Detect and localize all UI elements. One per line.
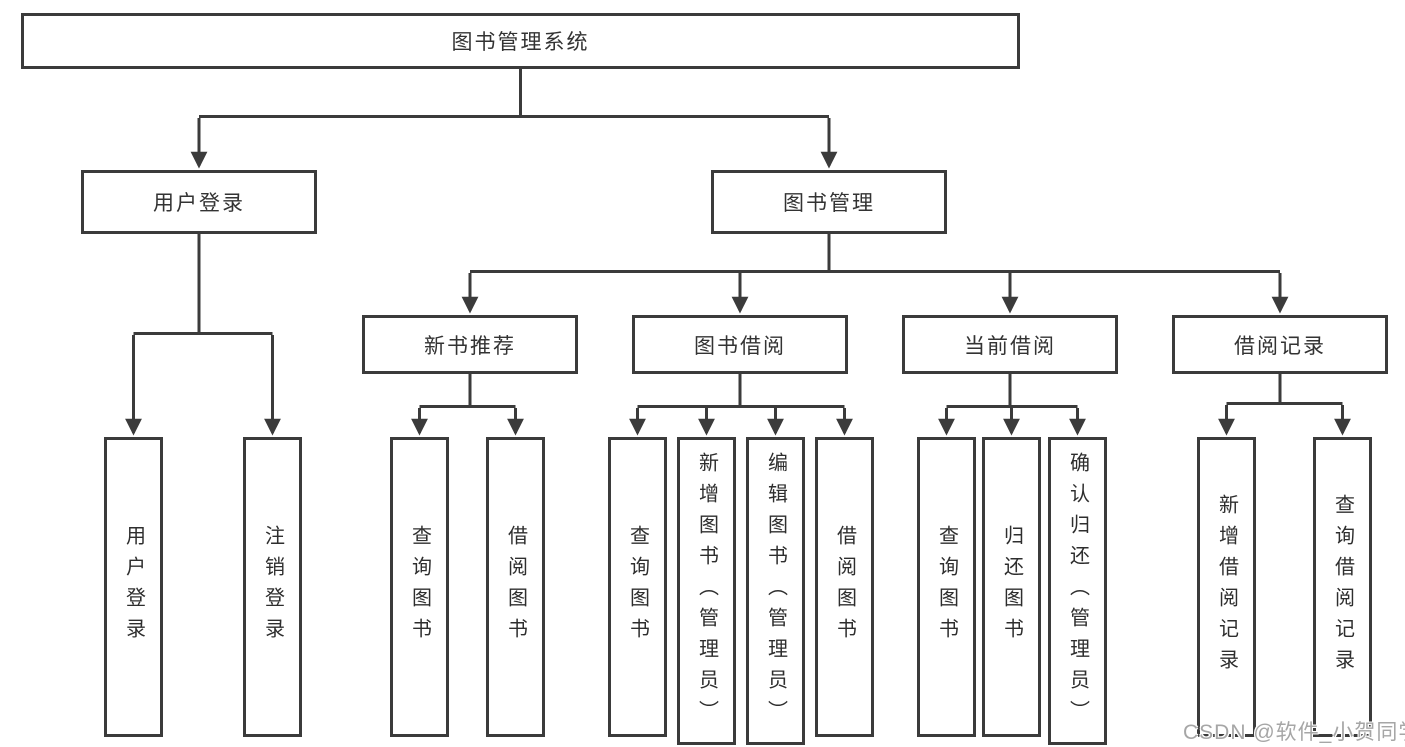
watermark: CSDN @软件_小贺同学 bbox=[1183, 721, 1405, 744]
leaf-query-books-newbook: 查询图书 bbox=[390, 437, 449, 737]
leaf-edit-books-admin: 编辑图书（管理员） bbox=[746, 437, 805, 745]
node-new-book-recommend: 新书推荐 bbox=[362, 315, 578, 374]
leaf-user-login: 用户登录 bbox=[104, 437, 163, 737]
leaf-query-books-borrow: 查询图书 bbox=[608, 437, 667, 737]
leaf-add-borrow-record: 新增借阅记录 bbox=[1197, 437, 1256, 737]
leaf-query-borrow-record: 查询借阅记录 bbox=[1313, 437, 1372, 737]
node-book-management: 图书管理 bbox=[711, 170, 947, 234]
node-current-borrow: 当前借阅 bbox=[902, 315, 1118, 374]
leaf-confirm-return-admin: 确认归还（管理员） bbox=[1048, 437, 1107, 745]
leaf-query-books-current: 查询图书 bbox=[917, 437, 976, 737]
node-borrow-records: 借阅记录 bbox=[1172, 315, 1388, 374]
leaf-return-books: 归还图书 bbox=[982, 437, 1041, 737]
node-user-login: 用户登录 bbox=[81, 170, 317, 234]
leaf-add-books-admin: 新增图书（管理员） bbox=[677, 437, 736, 745]
node-book-borrow: 图书借阅 bbox=[632, 315, 848, 374]
node-root: 图书管理系统 bbox=[21, 13, 1020, 69]
leaf-borrow-books: 借阅图书 bbox=[815, 437, 874, 737]
leaf-logout-login: 注销登录 bbox=[243, 437, 302, 737]
leaf-borrow-books-newbook: 借阅图书 bbox=[486, 437, 545, 737]
